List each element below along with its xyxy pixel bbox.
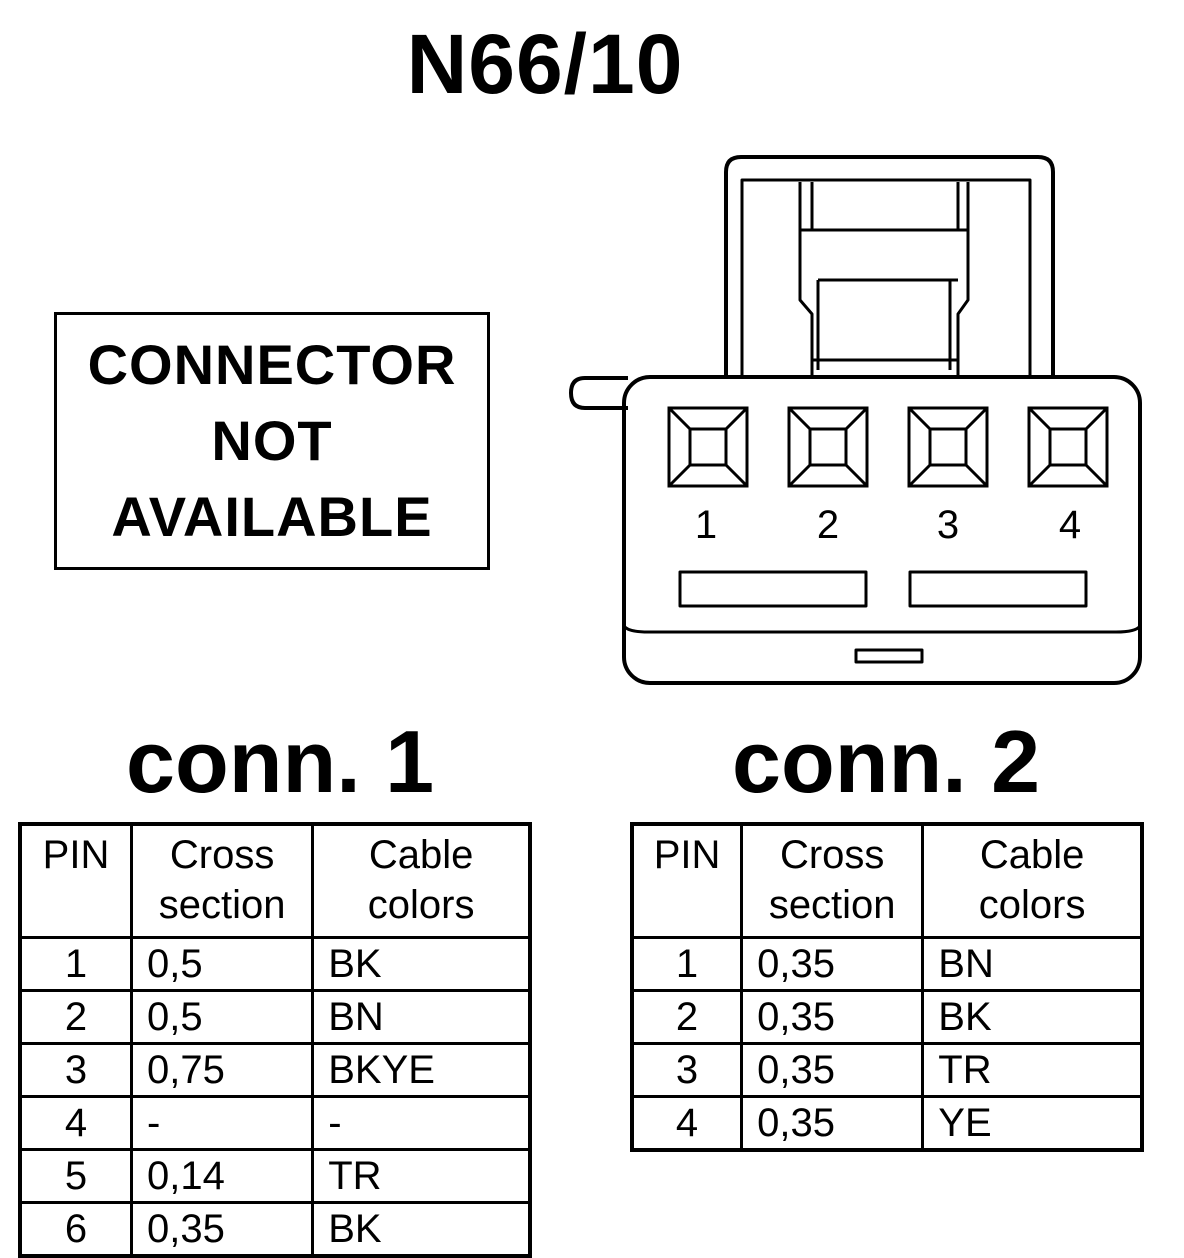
conn2-cable-color: BN xyxy=(921,936,1144,992)
conn2-cable-color: YE xyxy=(921,1095,1144,1152)
connector-pin-4 xyxy=(1027,406,1109,488)
conn2-header-row: PIN Cross section Cable colors xyxy=(630,822,1144,939)
conn1-cable-color: BKYE xyxy=(311,1042,532,1098)
connector-housing xyxy=(622,375,1142,685)
connector-pin-1 xyxy=(667,406,749,488)
conn2-header-cross-section: Cross section xyxy=(740,822,925,939)
connector-2-drawing: 1 2 3 4 xyxy=(569,155,1142,685)
connector-pin-label-4: 4 xyxy=(1059,503,1081,547)
conn1-table: PIN Cross section Cable colors 1 0,5 BK … xyxy=(18,822,532,1258)
connector-latch-body xyxy=(798,230,970,378)
connector-housing-step xyxy=(622,625,1142,634)
conn1-header-pin: PIN xyxy=(18,822,134,939)
connector-bottom-notch xyxy=(854,648,924,664)
conn2-heading: conn. 2 xyxy=(732,712,1041,811)
connector-slot-right xyxy=(908,570,1088,608)
conn1-pin: 1 xyxy=(18,936,134,992)
conn1-cross-section: 0,75 xyxy=(130,1042,315,1098)
table-row: 4 0,35 YE xyxy=(630,1095,1144,1152)
connector-pin-label-3: 3 xyxy=(937,503,959,547)
conn1-cross-section: 0,5 xyxy=(130,936,315,992)
conn1-header-cable-colors: Cable colors xyxy=(311,822,532,939)
not-available-line-3: AVAILABLE xyxy=(111,485,433,548)
connector-pins xyxy=(667,406,1109,488)
connector-latch-frame xyxy=(724,155,1055,378)
conn1-cross-section: 0,35 xyxy=(130,1201,315,1258)
conn2-pin: 2 xyxy=(630,989,744,1045)
conn2-header-pin: PIN xyxy=(630,822,744,939)
conn2-cross-section: 0,35 xyxy=(740,989,925,1045)
conn1-heading: conn. 1 xyxy=(126,712,435,811)
conn1-cable-color: - xyxy=(311,1095,532,1151)
conn2-pin: 4 xyxy=(630,1095,744,1152)
connector-slot-left xyxy=(678,570,868,608)
conn2-pin: 1 xyxy=(630,936,744,992)
conn1-cross-section: 0,5 xyxy=(130,989,315,1045)
conn2-cable-color: TR xyxy=(921,1042,1144,1098)
connector-latch-tongue xyxy=(798,182,970,232)
conn2-cable-color: BK xyxy=(921,989,1144,1045)
conn2-pin: 3 xyxy=(630,1042,744,1098)
connector-pin-3 xyxy=(907,406,989,488)
conn2-table: PIN Cross section Cable colors 1 0,35 BN… xyxy=(630,822,1144,1152)
conn1-pin: 2 xyxy=(18,989,134,1045)
table-row: 2 0,35 BK xyxy=(630,989,1144,1045)
connector-pin-2 xyxy=(787,406,869,488)
connector-not-available-box: CONNECTOR NOT AVAILABLE xyxy=(54,312,490,570)
diagram-title: N66/10 xyxy=(406,17,684,111)
table-row: 6 0,35 BK xyxy=(18,1201,532,1258)
connector-pin-label-2: 2 xyxy=(817,503,839,547)
conn1-cross-section: - xyxy=(130,1095,315,1151)
conn1-cable-color: BK xyxy=(311,936,532,992)
conn1-pin: 5 xyxy=(18,1148,134,1204)
connector-pin-label-1: 1 xyxy=(695,503,717,547)
table-row: 2 0,5 BN xyxy=(18,989,532,1045)
table-row: 1 0,35 BN xyxy=(630,936,1144,992)
not-available-line-1: CONNECTOR xyxy=(87,333,457,396)
conn2-cross-section: 0,35 xyxy=(740,936,925,992)
conn1-header-cross-section: Cross section xyxy=(130,822,315,939)
conn2-header-cable-colors: Cable colors xyxy=(921,822,1144,939)
conn2-cross-section: 0,35 xyxy=(740,1042,925,1098)
conn1-cable-color: BK xyxy=(311,1201,532,1258)
conn1-cable-color: BN xyxy=(311,989,532,1045)
table-row: 3 0,35 TR xyxy=(630,1042,1144,1098)
conn2-cross-section: 0,35 xyxy=(740,1095,925,1152)
connector-side-tab xyxy=(569,376,628,410)
not-available-line-2: NOT xyxy=(211,409,333,472)
table-row: 1 0,5 BK xyxy=(18,936,532,992)
conn1-pin: 6 xyxy=(18,1201,134,1258)
connector-latch-inner xyxy=(740,178,1032,378)
conn1-pin: 3 xyxy=(18,1042,134,1098)
table-row: 3 0,75 BKYE xyxy=(18,1042,532,1098)
table-row: 5 0,14 TR xyxy=(18,1148,532,1204)
table-row: 4 - - xyxy=(18,1095,532,1151)
conn1-cross-section: 0,14 xyxy=(130,1148,315,1204)
conn1-header-row: PIN Cross section Cable colors xyxy=(18,822,532,939)
conn1-cable-color: TR xyxy=(311,1148,532,1204)
conn1-pin: 4 xyxy=(18,1095,134,1151)
